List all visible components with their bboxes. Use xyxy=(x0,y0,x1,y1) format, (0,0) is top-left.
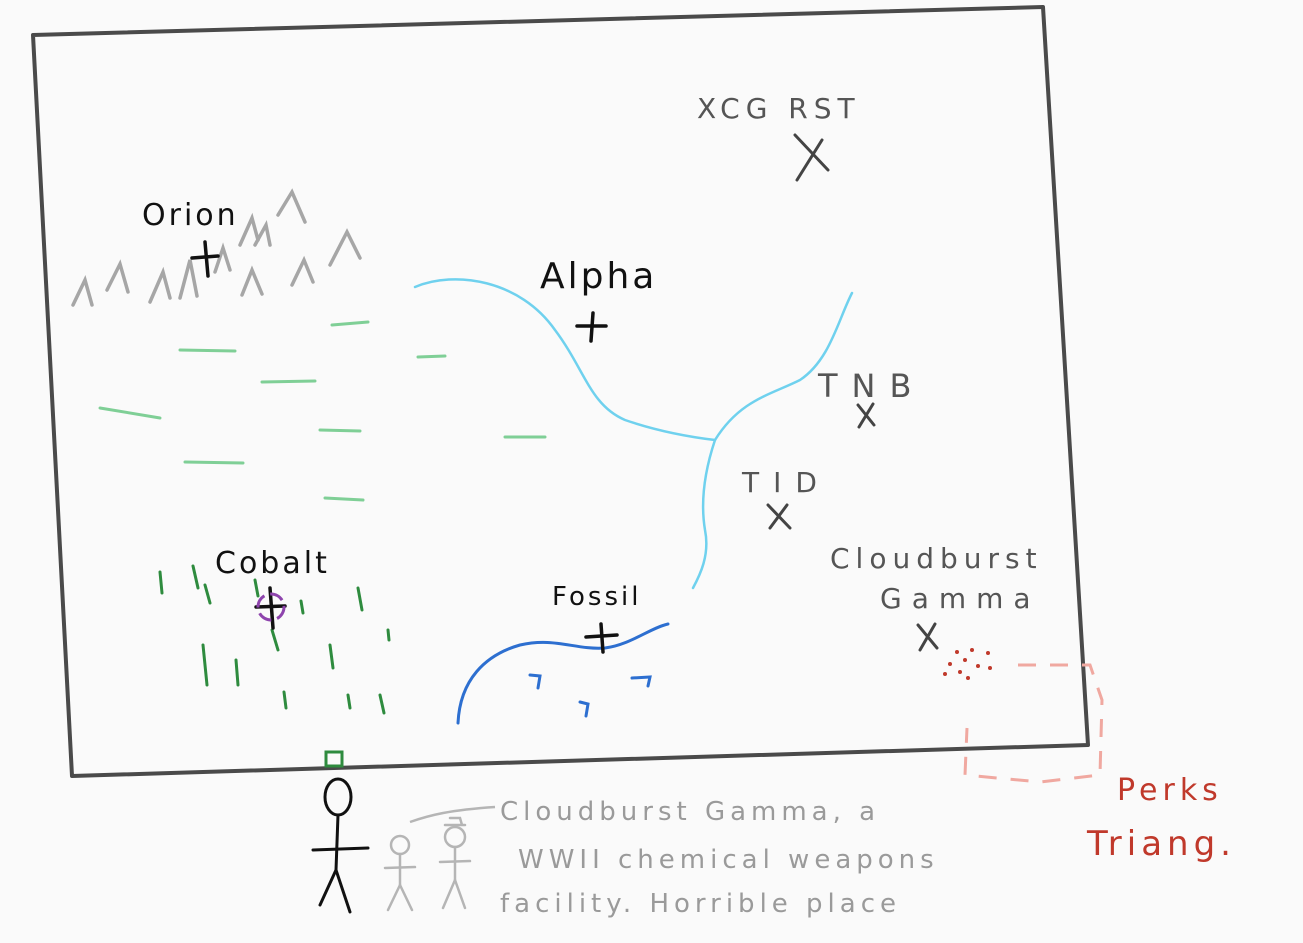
region-label: Perks Triang. xyxy=(1086,773,1236,864)
annotation-note: Cloudburst Gamma, a WWII chemical weapon… xyxy=(500,797,939,919)
site-x-icon[interactable] xyxy=(793,133,830,182)
site-label-tnb: TNB xyxy=(817,367,925,405)
perks-triangle-boundary xyxy=(963,663,1104,784)
region-label-triang: Triang. xyxy=(1086,824,1236,864)
contamination-dots xyxy=(943,648,992,680)
mountain-icon xyxy=(178,259,199,300)
annotation-pointer xyxy=(409,805,496,824)
river-lower xyxy=(456,622,670,725)
river-system xyxy=(413,278,854,725)
city-label-alpha: Alpha xyxy=(540,256,657,297)
river-south xyxy=(691,438,717,590)
map-frame xyxy=(31,5,1090,778)
river-northeast xyxy=(713,291,854,442)
site-x-icon[interactable] xyxy=(916,622,939,652)
cobalt-target-ring xyxy=(256,592,286,622)
mountain-icon xyxy=(240,265,264,297)
site-label-tid: TID xyxy=(741,466,831,499)
stick-figure-icon xyxy=(311,750,370,914)
annotation-line-3: facility. Horrible place xyxy=(500,889,901,919)
site-x-icon[interactable] xyxy=(766,503,792,530)
city-label-cobalt: Cobalt xyxy=(215,546,330,581)
mountain-icon xyxy=(71,275,94,307)
grassland xyxy=(98,320,547,502)
stick-figure-icon xyxy=(383,834,417,912)
mountain-icon xyxy=(276,188,307,224)
site-label-cloudburst: Cloudburst xyxy=(830,542,1043,575)
annotation-line-1: Cloudburst Gamma, a xyxy=(500,797,880,827)
water-marks xyxy=(528,673,652,718)
mountain-icon xyxy=(238,212,260,247)
forest xyxy=(158,564,391,715)
mountain-icon xyxy=(328,228,362,267)
city-cross-icon[interactable] xyxy=(190,240,220,278)
annotation-line-2: WWII chemical weapons xyxy=(518,845,939,875)
city-label-fossil: Fossil xyxy=(552,582,641,612)
city-cross-icon[interactable] xyxy=(584,622,619,654)
city-label-orion: Orion xyxy=(142,198,239,233)
region-label-perks: Perks xyxy=(1117,773,1223,808)
mountain-icon xyxy=(148,266,172,304)
city-cross-icon[interactable] xyxy=(575,311,608,343)
site-markers xyxy=(766,133,939,652)
mountain-icon xyxy=(105,259,130,294)
river-upper xyxy=(413,278,717,442)
stick-figure-icon xyxy=(438,816,472,910)
site-x-icon[interactable] xyxy=(856,402,876,429)
city-labels: Orion Alpha Cobalt Fossil xyxy=(142,198,657,612)
site-labels: XCG RST TNB TID Cloudburst Gamma xyxy=(697,92,1043,615)
site-label-xcg-rst: XCG RST xyxy=(697,92,861,125)
mountain-icon xyxy=(253,219,272,247)
mountain-icon xyxy=(213,242,232,274)
mountain-range xyxy=(71,188,362,307)
city-markers xyxy=(190,240,619,654)
mountain-icon xyxy=(290,255,315,287)
site-label-gamma: Gamma xyxy=(880,582,1041,615)
